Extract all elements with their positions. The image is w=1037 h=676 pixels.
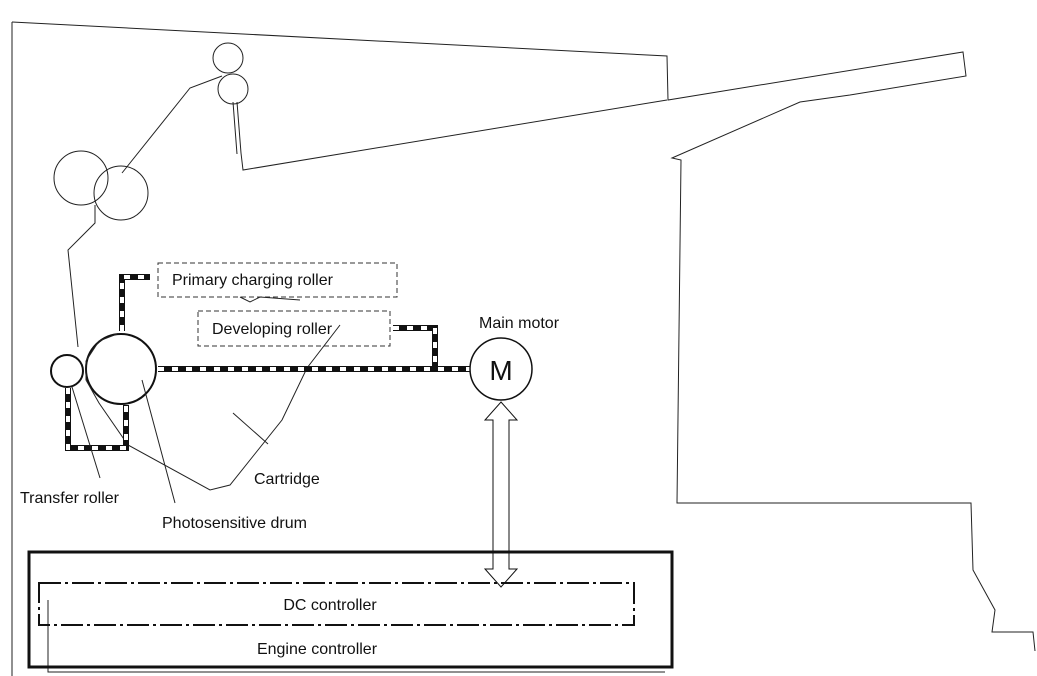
motor-controller-arrow [483, 401, 519, 588]
main-motor-circle [469, 337, 533, 401]
fuser-roller-right [93, 165, 149, 221]
transfer-roller [50, 354, 84, 388]
engine-controller-box [27, 550, 674, 669]
cartridge-leader [232, 412, 269, 445]
dc-controller-label: DC controller [283, 597, 377, 614]
engine-controller-label: Engine controller [257, 641, 378, 658]
developing-roller-box [197, 310, 391, 347]
output-roller-lower [217, 73, 249, 105]
paper-path [67, 75, 238, 348]
cartridge-label: Cartridge [254, 471, 320, 488]
main-motor-label: Main motor [479, 315, 560, 332]
fuser-roller-left [53, 150, 109, 206]
developing-roller-label: Developing roller [212, 321, 333, 338]
primary-charging-roller-label: Primary charging roller [172, 272, 334, 289]
transfer-roller-label: Transfer roller [20, 490, 120, 507]
charging-connector [239, 296, 301, 303]
dc-controller-box [38, 582, 635, 626]
motor-symbol: M [489, 355, 512, 386]
transfer-roller-leader [71, 386, 101, 479]
drive-gear-trains [65, 274, 470, 451]
output-roller-upper [212, 42, 244, 74]
photosensitive-drum-leader [141, 379, 176, 504]
primary-charging-roller-box [157, 262, 398, 298]
photosensitive-drum-label: Photosensitive drum [162, 515, 307, 532]
